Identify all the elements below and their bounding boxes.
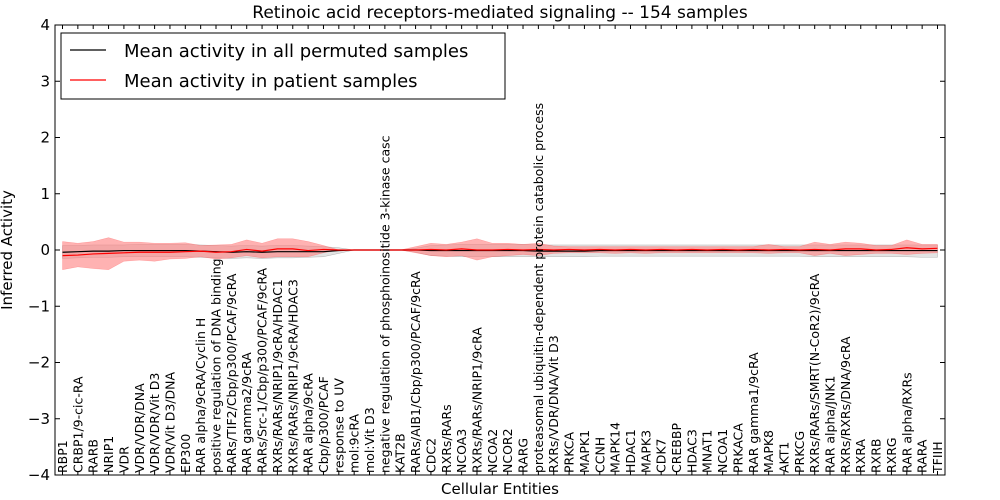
x-tick-label: PRKCA (562, 432, 577, 473)
x-tick-label: RARB (86, 439, 101, 473)
x-tick-label: MNAT1 (700, 430, 715, 473)
x-tick-label: NRIP1 (101, 436, 116, 473)
x-tick-label: RAR alpha/9cRA/Cyclin H (193, 318, 208, 473)
x-tick-label: VDR/VDR/Vit D3 (147, 373, 162, 473)
x-tick-label: CCNH (592, 437, 607, 473)
x-tick-label: KAT2B (393, 433, 408, 473)
y-tick-label: −4 (28, 466, 50, 484)
x-tick-label: mol:Vit D3 (362, 407, 377, 473)
x-tick-label: RAR alpha/JNK1 (823, 376, 838, 473)
x-tick-label: VDR (116, 446, 131, 473)
y-tick-label: 2 (40, 129, 50, 147)
x-tick-label: VDR/Vit D3/DNA (162, 372, 177, 473)
x-tick-label: MAPK14 (608, 422, 623, 473)
x-tick-label: RXRA (853, 439, 868, 473)
x-tick-label: RBP1 (55, 440, 70, 473)
x-tick-label: RAR alpha/RXRs (899, 372, 914, 473)
x-tick-label: RXRs/RARs (439, 404, 454, 473)
x-tick-label: AKT1 (776, 442, 791, 473)
y-axis-label: Inferred Activity (0, 190, 16, 310)
series-band (62, 237, 938, 270)
series-lines (62, 247, 938, 257)
x-axis-label: Cellular Entities (441, 480, 559, 498)
x-tick-label: NCOA2 (485, 429, 500, 473)
legend: Mean activity in all permuted samples Me… (60, 32, 506, 100)
x-tick-label: RXRs/RARs/SMRT(N-CoR2)/9cRA (807, 273, 822, 473)
x-tick-label: response to UV (331, 378, 346, 473)
x-tick-label: RXRG (884, 437, 899, 473)
chart-title: Retinoic acid receptors-mediated signali… (252, 3, 748, 23)
y-tick-label: −3 (28, 410, 50, 428)
x-tick-label: Cbp/p300/PCAF (316, 376, 331, 473)
y-tick-label: 0 (40, 241, 50, 259)
x-tick-label: positive regulation of DNA binding (209, 258, 224, 473)
y-axis: −4 −3 −2 −1 0 1 2 3 4 (28, 16, 945, 484)
x-tick-label: negative regulation of phosphoinositide … (377, 135, 392, 473)
x-tick-label: CDC2 (423, 438, 438, 473)
x-tick-label: RAR gamma2/9cRA (239, 352, 254, 473)
x-tick-label: PRKACA (730, 423, 745, 473)
x-tick-label: RAR gamma1/9cRA (746, 352, 761, 473)
x-tick-label: NCOA3 (454, 429, 469, 473)
x-tick-label: RXRB (869, 438, 884, 473)
x-tick-label: RAR alpha/9cRA (301, 373, 316, 473)
x-tick-label: RXRs/RARs/NRIP1/9cRA/HDAC1 (270, 279, 285, 473)
legend-box (60, 32, 506, 100)
x-tick-label: RARA (915, 439, 930, 473)
x-tick-label: RXRs/RARs/NRIP1/9cRA/HDAC3 (285, 279, 300, 473)
legend-label-patient: Mean activity in patient samples (124, 71, 418, 92)
x-tick-label: CREBBP (669, 423, 684, 473)
x-tick-label: VDR/VDR/DNA (132, 383, 147, 473)
x-tick-label: EP300 (178, 434, 193, 473)
confidence-bands (62, 237, 938, 270)
y-tick-label: 3 (40, 72, 50, 90)
y-tick-label: −1 (28, 297, 50, 315)
y-tick-label: −2 (28, 354, 50, 372)
x-tick-label: proteasomal ubiquitin-dependent protein … (531, 103, 546, 473)
x-tick-label: RXRs/RARs/NRIP1/9cRA (469, 327, 484, 473)
x-tick-label: TFIIH (930, 441, 945, 474)
x-tick-label: HDAC1 (623, 429, 638, 473)
x-tick-label: HDAC3 (684, 429, 699, 473)
x-tick-label: mol:9cRA (347, 413, 362, 473)
y-tick-label: 1 (40, 185, 50, 203)
x-tick-label: MAPK3 (638, 430, 653, 473)
series-line (62, 247, 938, 257)
x-tick-label: RXRs/VDR/DNA/Vit D3 (546, 335, 561, 473)
x-tick-label: RARs/TIF2/Cbp/p300/PCAF/9cRA (224, 273, 239, 473)
x-tick-label: PRKCG (792, 431, 807, 473)
x-tick-label: RARs/Src-1/Cbp/p300/PCAF/9cRA (255, 267, 270, 473)
x-tick-label: RARs/AIB1/Cbp/p300/PCAF/9cRA (408, 271, 423, 473)
x-tick-label: CDK7 (654, 438, 669, 473)
x-tick-label: NCOA1 (715, 429, 730, 473)
x-tick-label: RXRs/RXRs/DNA/9cRA (838, 336, 853, 473)
y-tick-label: 4 (40, 16, 50, 34)
x-tick-label: MAPK8 (761, 430, 776, 473)
x-tick-label: RARG (516, 438, 531, 473)
plot-area (54, 24, 946, 476)
x-tick-label: CRBP1/9-cic-RA (70, 376, 85, 473)
x-tick-label: NCOR2 (500, 428, 515, 473)
x-tick-label: MAPK1 (577, 430, 592, 473)
legend-label-permuted: Mean activity in all permuted samples (124, 41, 468, 62)
